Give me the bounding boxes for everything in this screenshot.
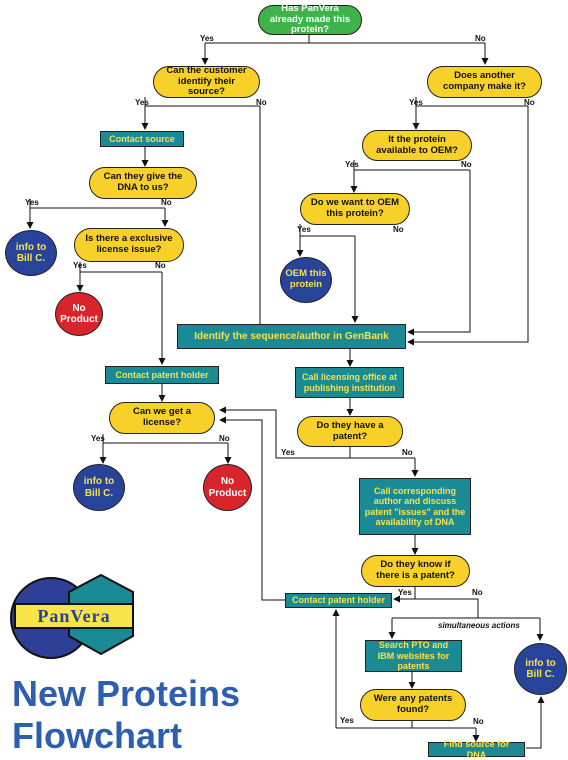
decision-customer-source: Can the customer identify their source? (153, 65, 260, 98)
label-yes: Yes (409, 98, 423, 107)
decision-have-patent: Do they have a patent? (297, 416, 403, 447)
label-no: No (473, 717, 484, 726)
label-no: No (475, 34, 486, 43)
page-title-line-1: New Proteins (12, 673, 241, 714)
no-product-1: No Product (55, 292, 103, 336)
process-call-author: Call corresponding author and discuss pa… (359, 478, 471, 535)
label-no: No (524, 98, 535, 107)
decision-exclusive-license: Is there a exclusive license issue? (74, 228, 184, 262)
process-contact-patent-holder-1: Contact patent holder (105, 366, 219, 384)
logo-bar (14, 603, 134, 629)
process-contact-source: Contact source (100, 131, 184, 147)
label-yes: Yes (200, 34, 214, 43)
label-no: No (155, 261, 166, 270)
info-bill-c-1: info to Bill C. (5, 230, 57, 276)
process-search-pto: Search PTO and IBM websites for patents (365, 640, 462, 672)
label-yes: Yes (135, 98, 149, 107)
label-yes: Yes (297, 225, 311, 234)
label-yes: Yes (340, 716, 354, 725)
simultaneous-actions-note: simultaneous actions (438, 621, 520, 630)
label-no: No (472, 588, 483, 597)
label-yes: Yes (25, 198, 39, 207)
label-no: No (393, 225, 404, 234)
decision-patents-found: Were any patents found? (360, 689, 466, 721)
logo-text: PanVera (37, 606, 110, 626)
label-no: No (461, 160, 472, 169)
oem-protein-node: OEM this protein (280, 257, 332, 303)
process-call-licensing: Call licensing office at publishing inst… (295, 367, 404, 398)
process-identify-genbank: Identify the sequence/author in GenBank (177, 324, 406, 349)
label-no: No (161, 198, 172, 207)
page-title-line-2: Flowchart (12, 715, 183, 756)
decision-protein-oem: It the protein available to OEM? (362, 130, 472, 161)
start-node: Has PanVera already made this protein? (258, 3, 362, 35)
decision-get-license: Can we get a license? (109, 402, 215, 434)
decision-another-company: Does another company make it? (427, 66, 542, 98)
info-bill-c-2: info to Bill C. (73, 464, 125, 511)
label-no: No (219, 434, 230, 443)
label-no: No (256, 98, 267, 107)
label-yes: Yes (73, 261, 87, 270)
decision-know-patent: Do they know if there is a patent? (361, 555, 470, 587)
decision-want-oem: Do we want to OEM this protein? (300, 193, 410, 225)
panvera-logo: PanVera (10, 573, 134, 659)
label-yes: Yes (345, 160, 359, 169)
label-yes: Yes (281, 448, 295, 457)
info-bill-c-3: info to Bill C. (514, 643, 567, 695)
no-product-2: No Product (203, 464, 252, 511)
label-no: No (402, 448, 413, 457)
process-find-dna: Find source for DNA (428, 739, 525, 760)
label-yes: Yes (398, 588, 412, 597)
label-yes: Yes (91, 434, 105, 443)
decision-give-dna: Can they give the DNA to us? (89, 167, 197, 199)
process-contact-patent-holder-2: Contact patent holder (285, 593, 392, 608)
